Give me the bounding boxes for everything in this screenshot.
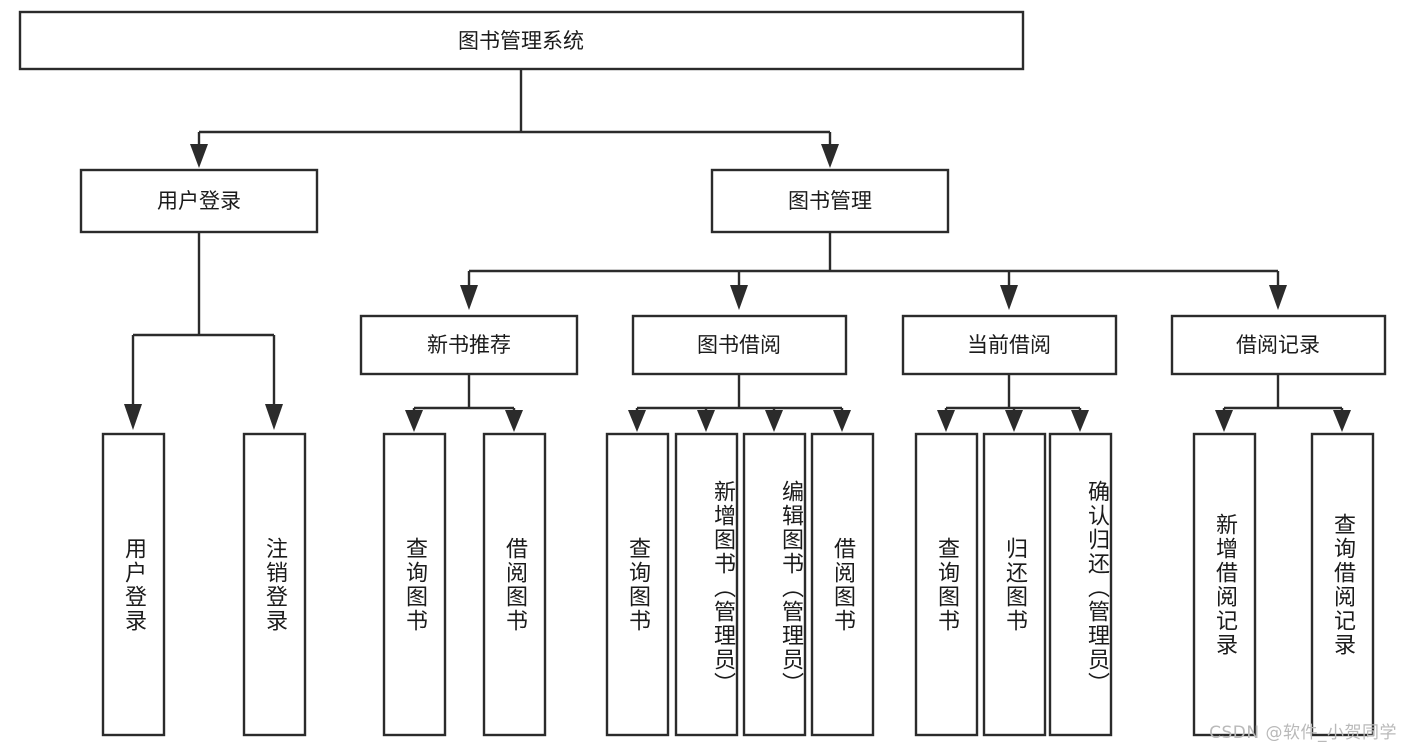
- arrow-head-cb-leaf-2: [1005, 410, 1023, 432]
- connector-new-book-recommend-to-leaves: [405, 374, 523, 432]
- node-current-borrow[interactable]: 当前借阅: [901, 314, 1118, 376]
- arrow-head-book-mgmt: [821, 144, 839, 168]
- arrow-head-bb-leaf-2: [697, 410, 715, 432]
- arrow-head-nbr-leaf-2: [505, 410, 523, 432]
- arrow-head-bb-leaf-3: [765, 410, 783, 432]
- current-borrow-label: 当前借阅: [967, 333, 1051, 357]
- book-management-label: 图书管理: [788, 189, 872, 213]
- root-label: 图书管理系统: [458, 29, 584, 53]
- connector-book-borrow-to-leaves: [628, 374, 851, 432]
- leaf-box-cb-1[interactable]: [914, 432, 979, 737]
- arrow-head-level3-4: [1269, 285, 1287, 310]
- arrow-head-nbr-leaf-1: [405, 410, 423, 432]
- node-book-borrow[interactable]: 图书借阅: [631, 314, 848, 376]
- arrow-head-user-login-leaf-2: [265, 404, 283, 430]
- connector-borrow-record-to-leaves: [1215, 374, 1351, 432]
- arrow-head-cb-leaf-3: [1071, 410, 1089, 432]
- book-borrow-label: 图书借阅: [697, 333, 781, 357]
- arrow-head-bb-leaf-1: [628, 410, 646, 432]
- arrow-head-level3-2: [730, 285, 748, 310]
- node-borrow-record[interactable]: 借阅记录: [1170, 314, 1387, 376]
- leaf-box-br-1[interactable]: [1192, 432, 1257, 737]
- current-borrow-box[interactable]: [901, 314, 1118, 376]
- node-book-management[interactable]: 图书管理: [710, 168, 950, 234]
- arrow-head-level3-3: [1000, 285, 1018, 310]
- leaf-box-bb-2[interactable]: [674, 432, 739, 737]
- arrow-head-br-leaf-1: [1215, 410, 1233, 432]
- leaf-box-nbr-2[interactable]: [482, 432, 547, 737]
- connector-book-mgmt-to-level3: [460, 232, 1287, 310]
- new-book-recommend-label: 新书推荐: [427, 333, 511, 357]
- book-borrow-box[interactable]: [631, 314, 848, 376]
- node-new-book-recommend[interactable]: 新书推荐: [359, 314, 579, 376]
- borrow-record-label: 借阅记录: [1236, 333, 1320, 357]
- arrow-head-level3-1: [460, 285, 478, 310]
- leaf-box-nbr-1[interactable]: [382, 432, 447, 737]
- new-book-recommend-box[interactable]: [359, 314, 579, 376]
- arrow-head-user-login: [190, 144, 208, 168]
- book-management-box[interactable]: [710, 168, 950, 234]
- leaf-box-bb-1[interactable]: [605, 432, 670, 737]
- leaf-box-user-login-2[interactable]: [242, 432, 307, 737]
- watermark-text: CSDN @软件_小贺同学: [1209, 723, 1397, 743]
- leaf-box-cb-3[interactable]: [1048, 432, 1113, 737]
- connector-current-borrow-to-leaves: [937, 374, 1089, 432]
- arrow-head-user-login-leaf-1: [124, 404, 142, 430]
- node-user-login[interactable]: 用户登录: [79, 168, 319, 234]
- borrow-record-box[interactable]: [1170, 314, 1387, 376]
- root-box[interactable]: [18, 10, 1025, 71]
- leaf-box-bb-4[interactable]: [810, 432, 875, 737]
- leaf-box-bb-3[interactable]: [742, 432, 807, 737]
- node-root[interactable]: 图书管理系统: [18, 10, 1025, 71]
- leaf-box-br-2[interactable]: [1310, 432, 1375, 737]
- arrow-head-cb-leaf-1: [937, 410, 955, 432]
- user-login-label: 用户登录: [157, 189, 241, 213]
- leaf-box-cb-2[interactable]: [982, 432, 1047, 737]
- arrow-head-br-leaf-2: [1333, 410, 1351, 432]
- arrow-head-bb-leaf-4: [833, 410, 851, 432]
- connector-user-login-to-leaves: [124, 232, 283, 430]
- connector-root-to-level2: [190, 69, 839, 168]
- leaf-box-user-login-1[interactable]: [101, 432, 166, 737]
